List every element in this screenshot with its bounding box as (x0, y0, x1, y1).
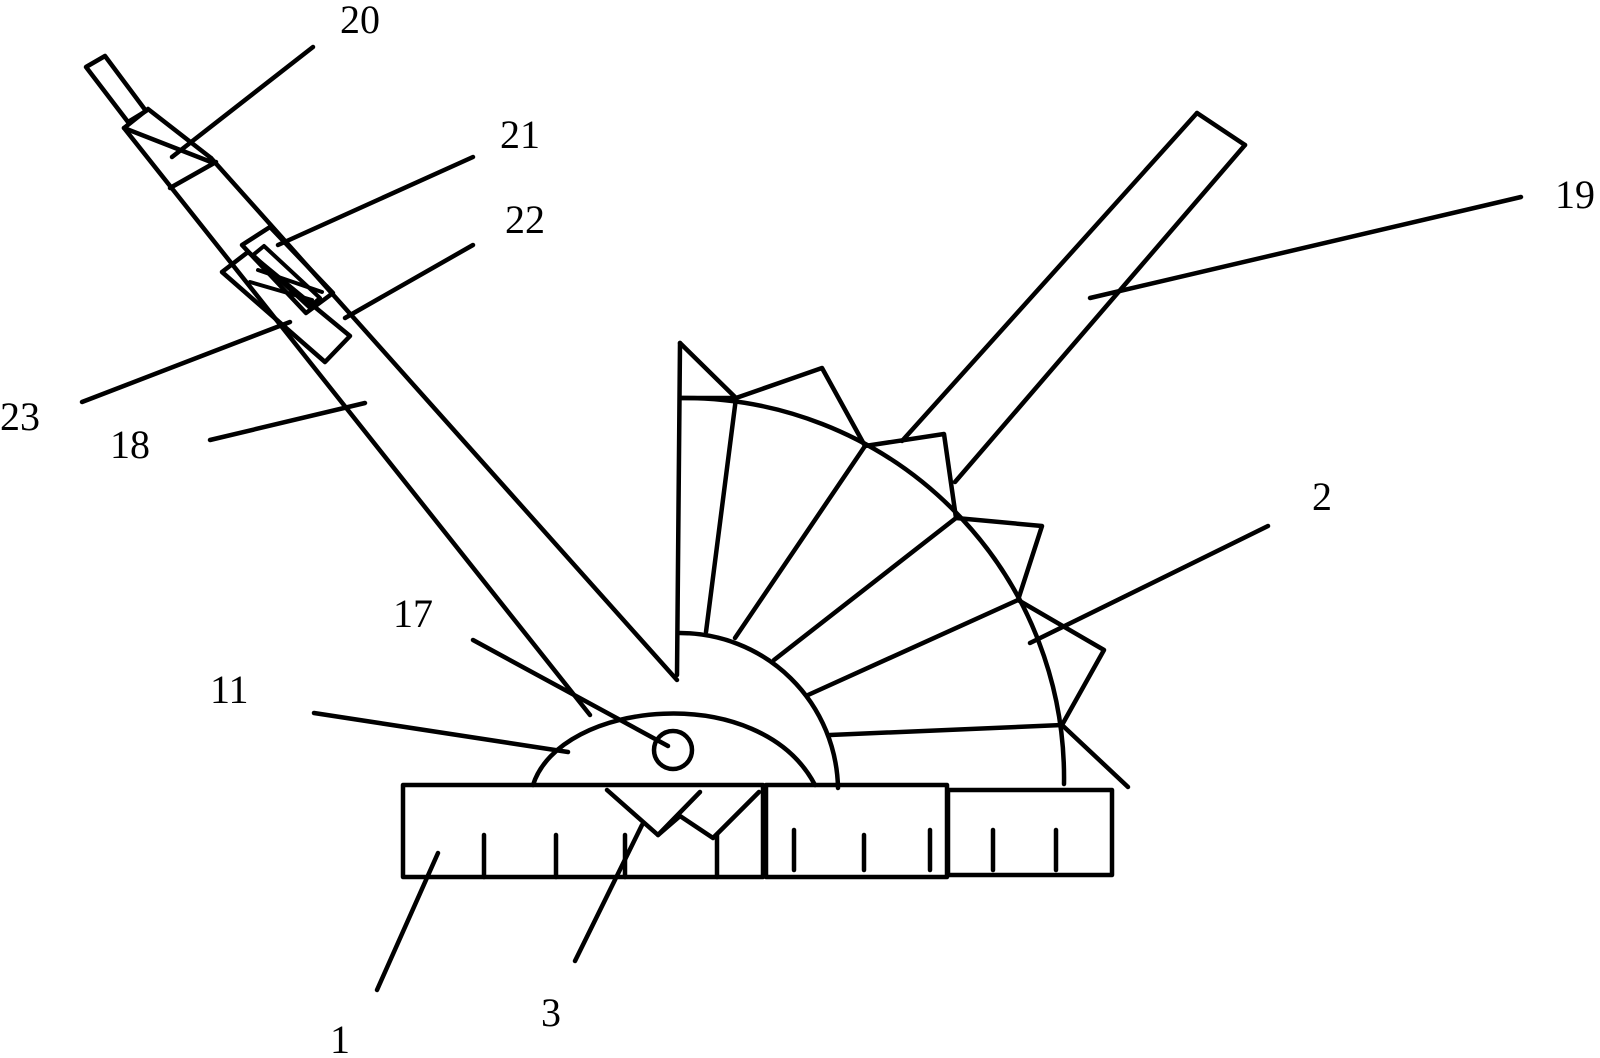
leader-1 (374, 850, 441, 993)
leader-23 (79, 319, 293, 405)
base-plate (530, 711, 818, 788)
fan-inner-arc (677, 630, 841, 791)
leader-lines (79, 44, 1524, 993)
fan-segment-line (805, 597, 1021, 698)
leader-22 (342, 242, 476, 321)
right-arm-edge (952, 142, 1248, 485)
clamp-screw (251, 244, 322, 309)
right-arm-edge (899, 110, 1200, 444)
label-23: 23 (0, 394, 40, 439)
label-3: 3 (541, 990, 561, 1035)
label-20: 20 (340, 0, 380, 42)
arm-tip (83, 53, 149, 125)
leader-20 (169, 44, 316, 160)
v-notch-slider (604, 787, 762, 841)
pivot-circle (651, 728, 695, 772)
leader-17 (470, 637, 671, 749)
v-notch-line (655, 789, 703, 838)
leader-2 (1027, 523, 1271, 646)
leader-11 (311, 710, 571, 755)
leader-19 (1087, 194, 1524, 301)
label-19: 19 (1555, 172, 1595, 217)
label-11: 11 (210, 667, 249, 712)
left-arm-collar (167, 159, 219, 191)
fan-left-edge (674, 340, 683, 678)
label-1: 1 (330, 1017, 350, 1058)
fan-segment-line (771, 515, 959, 663)
leader-21 (275, 154, 476, 248)
label-22: 22 (505, 197, 545, 242)
right-arm-end (1194, 110, 1248, 148)
semicircle-plate (530, 711, 818, 788)
label-2: 2 (1312, 474, 1332, 519)
ruler-segment (400, 782, 766, 880)
left-arm-outer-edge (121, 125, 593, 718)
label-21: 21 (500, 112, 540, 157)
clamp-screw-line (248, 280, 314, 302)
left-arm (83, 53, 680, 718)
fan-segment-line (703, 395, 739, 635)
fan-segment-line (732, 443, 868, 641)
fan-segment-line (827, 722, 1065, 738)
clamp-block-outer (219, 249, 353, 365)
label-18: 18 (110, 422, 150, 467)
leader-18 (207, 400, 368, 443)
clamp-screw-line (256, 268, 324, 294)
ruler-segment (945, 787, 1115, 878)
v-notch-outline (604, 787, 762, 841)
leader-3 (572, 822, 645, 964)
fan-plate (674, 340, 1131, 791)
right-arm (899, 110, 1248, 485)
label-17: 17 (393, 591, 433, 636)
ruler (400, 782, 1115, 880)
